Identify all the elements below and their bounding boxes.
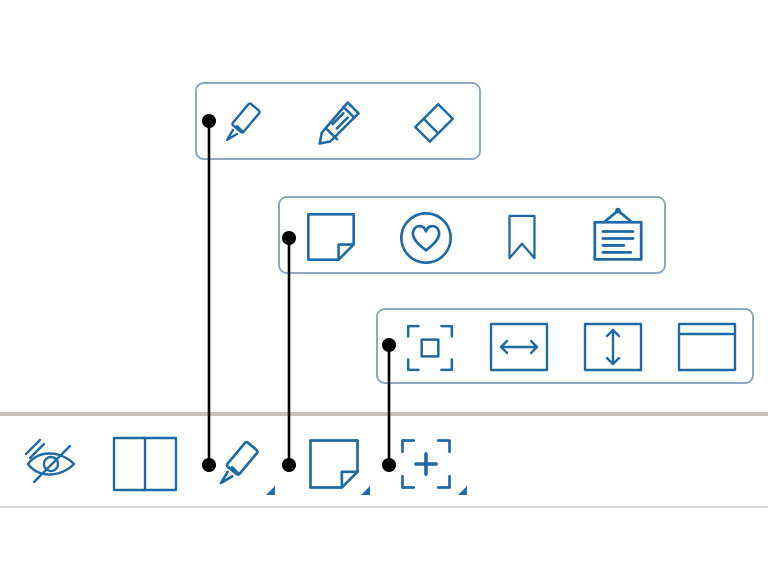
annotation-tools-popup xyxy=(195,82,481,160)
heart-stamp-tool-button[interactable] xyxy=(398,210,454,266)
sign-board-icon xyxy=(593,207,643,261)
bottom-toolbar xyxy=(0,412,768,508)
fit-width-tool-button[interactable] xyxy=(488,322,550,372)
highlighter-tool-button[interactable] xyxy=(219,98,269,148)
fit-height-icon xyxy=(583,322,643,372)
sticky-note-tool-button[interactable] xyxy=(304,210,358,264)
fit-height-tool-button[interactable] xyxy=(582,322,644,372)
highlighter-icon xyxy=(219,440,259,485)
heart-circle-icon xyxy=(400,212,452,264)
sign-tool-button[interactable] xyxy=(588,206,648,264)
bookmark-tool-button[interactable] xyxy=(498,210,546,264)
window-tool-button[interactable] xyxy=(676,322,738,372)
annotation-menu-indicator-icon[interactable] xyxy=(266,486,275,495)
fit-page-tool-button[interactable] xyxy=(404,322,456,374)
hide-annotations-button[interactable] xyxy=(20,436,84,492)
pencil-icon xyxy=(318,101,360,145)
note-tools-button[interactable] xyxy=(306,436,362,492)
sticky-note-icon xyxy=(309,439,359,489)
fit-page-icon xyxy=(401,439,451,489)
note-menu-indicator-icon[interactable] xyxy=(361,486,370,495)
fit-page-icon xyxy=(406,324,454,372)
split-view-icon xyxy=(112,436,178,492)
hide-annotations-icon xyxy=(24,438,76,484)
sticky-note-icon xyxy=(307,213,355,261)
pencil-tool-button[interactable] xyxy=(311,96,365,150)
bookmark-icon xyxy=(508,214,536,260)
fit-width-icon xyxy=(489,322,549,372)
view-menu-indicator-icon[interactable] xyxy=(458,486,467,495)
eraser-icon xyxy=(414,102,455,143)
eraser-tool-button[interactable] xyxy=(407,98,459,150)
view-tools-popup xyxy=(376,308,754,384)
annotation-tools-button[interactable] xyxy=(212,436,268,492)
highlighter-icon xyxy=(225,102,261,142)
split-view-button[interactable] xyxy=(112,436,178,492)
note-tools-popup xyxy=(278,196,666,274)
window-icon xyxy=(677,322,737,372)
view-tools-button[interactable] xyxy=(398,436,454,492)
